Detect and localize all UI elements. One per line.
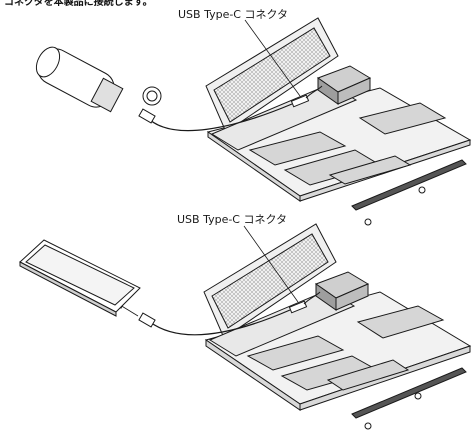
- pouch-bottom-top: [210, 83, 358, 151]
- usb-cable-top: [149, 103, 293, 132]
- usb-c-plug-bottom: [288, 300, 308, 314]
- callout-usb-c-top: USB Type-C コネクタ: [178, 8, 289, 21]
- usb-c-plug-top: [290, 94, 310, 108]
- callout-usb-c-bottom: USB Type-C コネクタ: [177, 213, 288, 226]
- usb-cable-bottom: [149, 309, 291, 336]
- strap-top: [351, 159, 467, 211]
- bottom-illustration: [19, 223, 472, 430]
- pouch-bottom-bottom: [208, 289, 356, 357]
- smartphone-device: [19, 239, 141, 317]
- top-illustration: [35, 17, 472, 226]
- strap-bottom: [351, 367, 467, 419]
- power-bank-device: [35, 46, 162, 113]
- instruction-heading: コネクタを本製品に接続します。: [4, 0, 153, 8]
